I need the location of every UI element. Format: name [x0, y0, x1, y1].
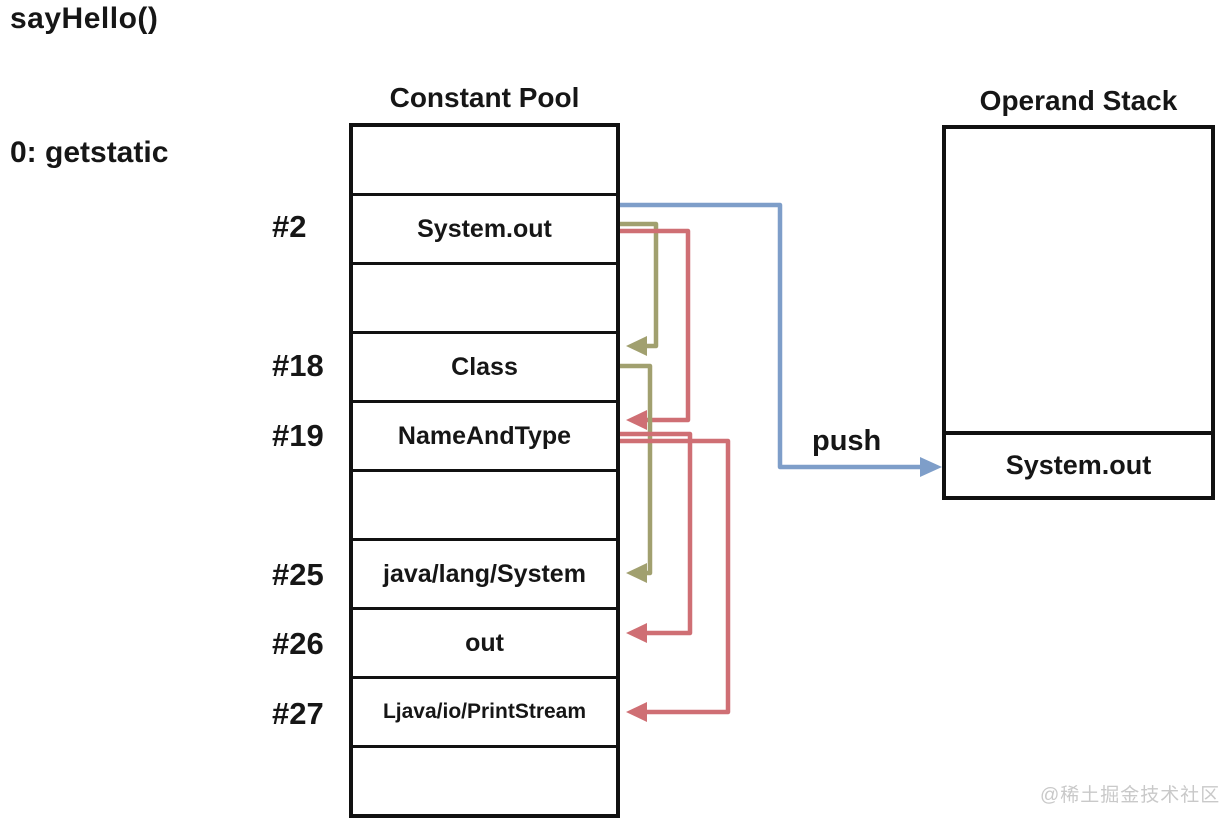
- constant-pool-row-value: Ljava/io/PrintStream: [382, 700, 587, 723]
- arrowhead-ref-2-19: [626, 410, 647, 430]
- watermark: @稀土掘金技术社区: [1040, 785, 1221, 806]
- constant-pool-title: Constant Pool: [389, 82, 580, 113]
- operand-stack-value: System.out: [1005, 450, 1152, 480]
- arrowhead-ref-19-27: [626, 702, 647, 722]
- constant-pool-row: Ljava/io/PrintStream: [353, 679, 616, 748]
- constant-pool-row-value: Class: [451, 352, 518, 381]
- constant-pool-row-index: #19: [272, 417, 324, 453]
- constant-pool-row-index: #27: [272, 695, 324, 731]
- arrow-ref-18-25: [620, 363, 653, 576]
- operand-stack-empty-area: [946, 129, 1211, 435]
- operand-stack-box: System.out: [942, 125, 1215, 500]
- constant-pool-row: [353, 127, 616, 196]
- constant-pool-row-value: NameAndType: [397, 421, 572, 450]
- constant-pool-row: System.out: [353, 196, 616, 265]
- arrowhead-ref-18-25: [626, 563, 647, 583]
- operand-stack-title: Operand Stack: [979, 85, 1178, 116]
- constant-pool-row: [353, 472, 616, 541]
- constant-pool-row-index: #25: [272, 556, 324, 592]
- constant-pool-row-index: #26: [272, 626, 324, 662]
- constant-pool-row-index: #2: [272, 209, 307, 245]
- constant-pool-row: [353, 265, 616, 334]
- arrowhead-push: [920, 457, 942, 477]
- arrowhead-ref-19-26: [626, 623, 647, 643]
- method-name-label: sayHello(): [10, 2, 159, 35]
- constant-pool-row: java/lang/System: [353, 541, 616, 610]
- constant-pool-row-value: System.out: [417, 214, 552, 243]
- constant-pool-row: NameAndType: [353, 403, 616, 472]
- arrow-ref-2-19: [620, 228, 691, 423]
- arrow-ref-19-27: [620, 438, 731, 715]
- constant-pool-row-value: java/lang/System: [383, 559, 586, 588]
- arrow-ref-19-26: [620, 431, 693, 636]
- constant-pool-row-index: #18: [272, 348, 324, 384]
- constant-pool-row-value: out: [465, 628, 504, 657]
- arrow-ref-2-18: [620, 221, 659, 349]
- arrowhead-ref-2-18: [626, 336, 647, 356]
- constant-pool-row: [353, 748, 616, 814]
- push-label: push: [812, 425, 882, 457]
- constant-pool-row: Class: [353, 334, 616, 403]
- constant-pool-row: out: [353, 610, 616, 679]
- operand-stack-slot: System.out: [946, 435, 1211, 496]
- bytecode-instruction-label: 0: getstatic: [10, 136, 169, 169]
